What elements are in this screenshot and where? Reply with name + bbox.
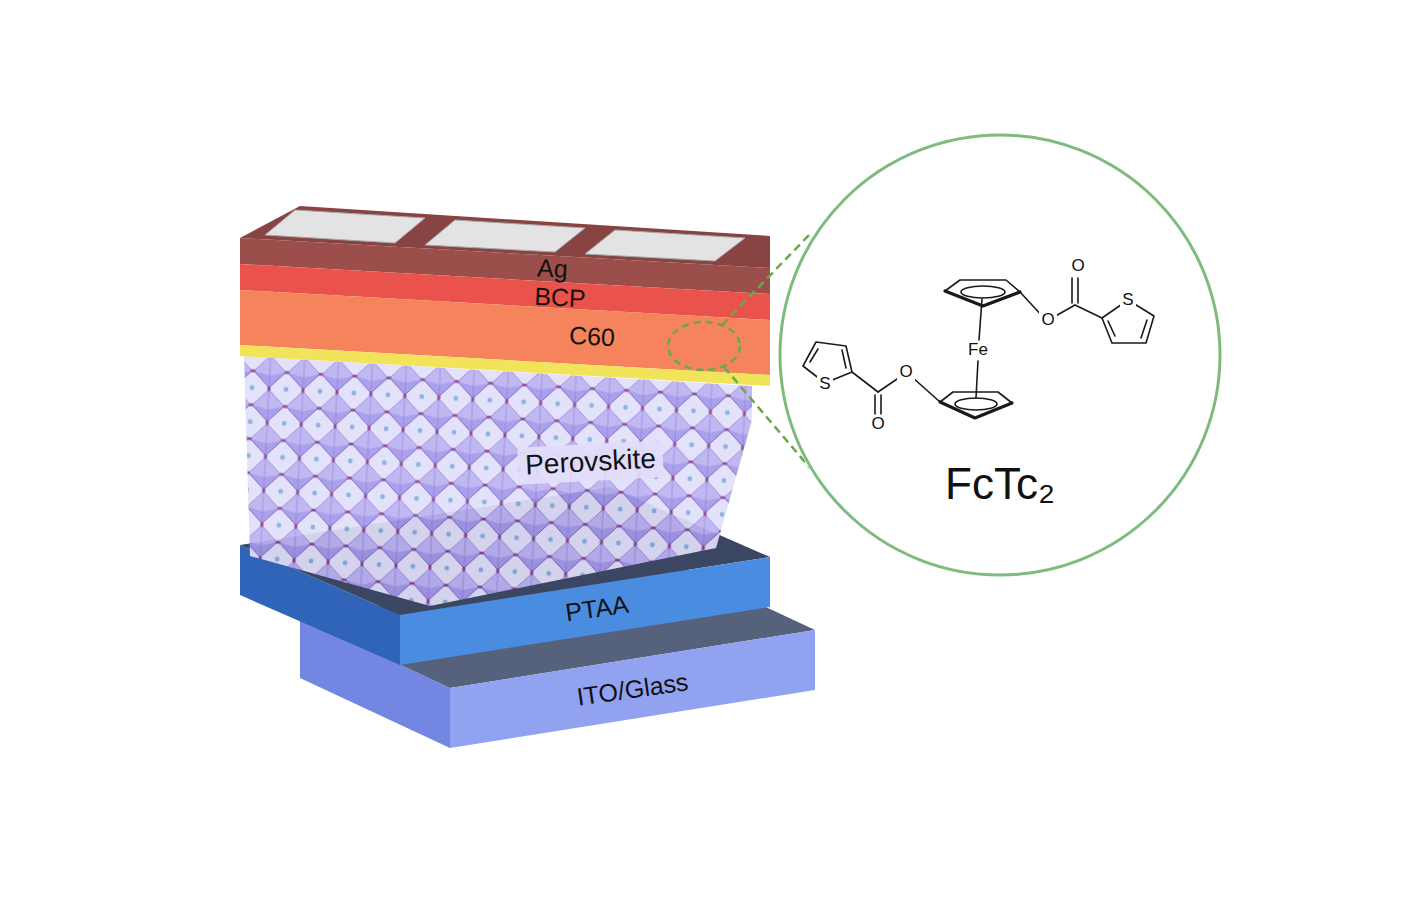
zoom-circle-outline <box>778 133 1222 577</box>
layer-name: Perovskite <box>524 443 656 482</box>
zoom-region <box>668 322 740 370</box>
atom-label: S <box>1120 291 1135 310</box>
fctc2-structure <box>803 278 1154 418</box>
ag-electrode-strip <box>265 210 425 243</box>
layer-name: Ag <box>536 253 568 283</box>
atom-label: Fe <box>966 341 990 360</box>
zoom-circle-outline <box>780 135 1220 575</box>
zoom-circle: FcTc₂ <box>778 133 1222 577</box>
atom-label: O <box>1039 311 1056 330</box>
layer-label: BCP <box>526 279 594 315</box>
top-face <box>240 206 770 268</box>
perovskite-lattice <box>244 356 752 606</box>
atom-label: O <box>869 415 886 434</box>
layer-label: Perovskite <box>517 440 664 485</box>
layer-name: PTAA <box>564 589 631 626</box>
compound-name: FcTc₂ <box>945 459 1055 510</box>
layer-name: BCP <box>534 281 587 312</box>
layer-label: C60 <box>561 318 623 354</box>
layer-label: Ag <box>529 250 576 285</box>
layer-name: C60 <box>568 320 615 351</box>
atom-label: O <box>897 363 914 382</box>
ag-electrode-strip <box>585 230 745 261</box>
atom-label: S <box>817 375 832 394</box>
ag-electrode-strip <box>425 220 585 252</box>
zoom-ground <box>778 133 1222 577</box>
fctc2-interlayer <box>240 345 770 386</box>
atom-label: O <box>1069 257 1086 276</box>
